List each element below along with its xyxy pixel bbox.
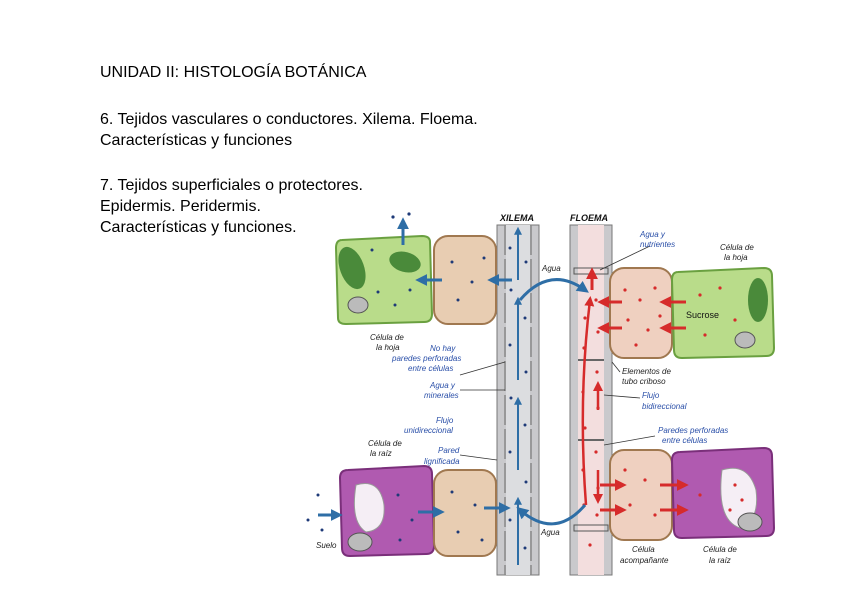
sucrose-arrows-bottom (600, 479, 689, 516)
label-agua-nutrientes-1: Agua y (639, 230, 666, 239)
label-celula-raiz-left-2: la raíz (370, 449, 392, 458)
label-celula-hoja-right-1: Célula de (720, 243, 754, 252)
label-no-hay-1: No hay (430, 344, 456, 353)
xylem-water-dots (508, 246, 528, 550)
label-celula-raiz-left-1: Célula de (368, 439, 402, 448)
label-celula-hoja-right-2: la hoja (724, 253, 748, 262)
label-agua-top: Agua (541, 264, 561, 273)
sucrose-arrows-top (586, 267, 686, 334)
label-pared-2: lignificada (424, 457, 460, 466)
leaf-cell-right (670, 266, 776, 360)
label-suelo: Suelo (316, 541, 337, 550)
companion-cell-top (609, 267, 673, 359)
phloem-bidirectional-arrows (581, 296, 603, 506)
label-agua-minerales-2: minerales (424, 391, 459, 400)
xylem-phloem-diagram: XILEMA FLOEMA Agua Agua Agua y nutriente… (306, 212, 776, 576)
label-no-hay-2: paredes perforadas (391, 354, 461, 363)
label-celula-raiz-right-2: la raíz (709, 556, 731, 565)
label-celula-acompanante-1: Célula (632, 545, 655, 554)
label-agua-minerales-1: Agua y (429, 381, 456, 390)
label-celula-raiz-right-1: Célula de (703, 545, 737, 554)
parenchyma-cell-top (433, 235, 497, 325)
label-flujo-bi-1: Flujo (642, 391, 660, 400)
label-xilema: XILEMA (499, 213, 534, 223)
label-pared-1: Pared (438, 446, 460, 455)
topic-7-title: 7. Tejidos superficiales o protectores. (100, 177, 363, 194)
label-elementos-1: Elementos de (622, 367, 671, 376)
label-elementos-2: tubo criboso (622, 377, 666, 386)
label-sucrose: Sucrose (686, 310, 719, 320)
topic-6-title: 6. Tejidos vasculares o conductores. Xil… (100, 111, 478, 128)
label-celula-hoja-left-2: la hoja (376, 343, 400, 352)
label-no-hay-3: entre células (408, 364, 453, 373)
label-agua-nutrientes-2: nutrientes (640, 240, 675, 249)
transpiration-arrow (391, 212, 411, 245)
leaf-cell-left (334, 234, 434, 326)
label-flujo-uni-2: unidireccional (404, 426, 453, 435)
label-agua-bottom: Agua (540, 528, 560, 537)
unit-heading: UNIDAD II: HISTOLOGÍA BOTÁNICA (100, 64, 367, 81)
label-flujo-bi-2: bidireccional (642, 402, 687, 411)
root-cell-right (670, 446, 776, 540)
topic-6-subtitle: Características y funciones (100, 132, 293, 149)
companion-cell-bottom (609, 449, 673, 541)
leader-lines (459, 245, 656, 461)
water-exchange-arcs (516, 278, 589, 526)
soil-dots (306, 493, 324, 532)
soil-uptake-arrows (318, 502, 511, 521)
topic-7-subtitle: Epidermis. Peridermis. (100, 198, 261, 215)
label-paredes-perforadas-1: Paredes perforadas (658, 426, 728, 435)
label-celula-acompanante-2: acompañante (620, 556, 669, 565)
label-flujo-uni-1: Flujo (436, 416, 454, 425)
topic-7-line3: Características y funciones. (100, 219, 297, 236)
root-cell-left (338, 464, 436, 558)
parenchyma-cell-bottom (433, 469, 497, 557)
label-celula-hoja-left-1: Célula de (370, 333, 404, 342)
label-paredes-perforadas-2: entre células (662, 436, 707, 445)
label-floema: FLOEMA (570, 213, 608, 223)
